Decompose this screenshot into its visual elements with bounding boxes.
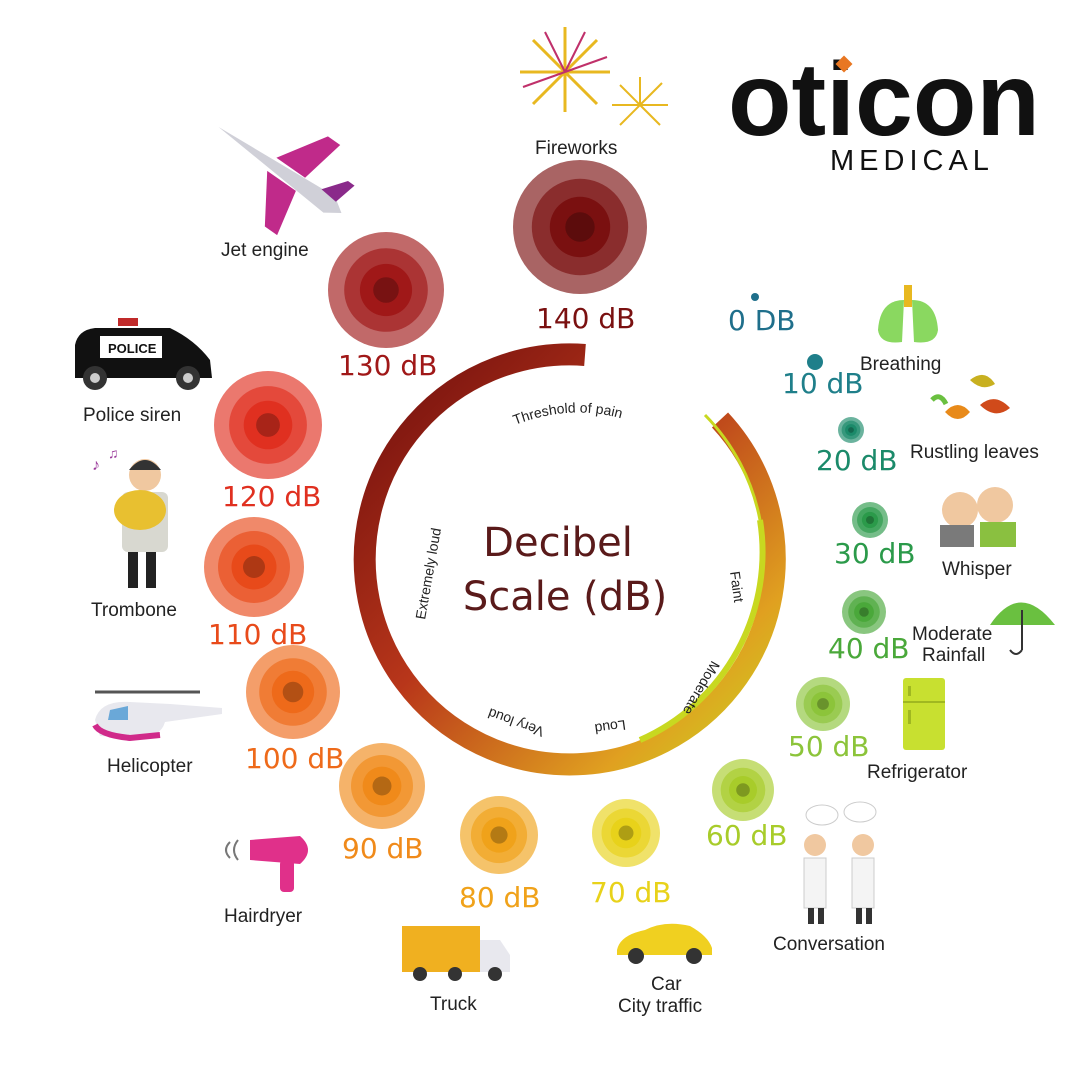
brand-name: oticon (728, 42, 1040, 158)
hairdryer-icon (225, 836, 308, 892)
arc-label-loud: Loud (594, 717, 627, 737)
label-car-1: Car (651, 974, 682, 995)
arc-label-very-loud: Very loud (486, 705, 546, 740)
scale-arc-thin (638, 519, 766, 743)
level-ring (373, 277, 399, 303)
umbrella-icon (990, 602, 1055, 655)
source-labels: Breathing Rustling leaves Whisper Modera… (83, 138, 1039, 1017)
svg-text:♪: ♪ (92, 457, 100, 474)
level-ring (736, 783, 750, 797)
label-breathing: Breathing (860, 354, 941, 375)
whisper-icon (940, 487, 1016, 547)
label-car-2: City traffic (618, 996, 702, 1017)
level-db-label-8: 80 dB (459, 881, 541, 914)
level-db-label-2: 20 dB (816, 444, 898, 477)
scale-arc (353, 343, 786, 776)
level-db-labels: 0 DB 10 dB 20 dB 30 dB 40 dB 50 dB 60 dB 70 dB 8… (208, 302, 916, 914)
level-ring (848, 427, 854, 433)
level-ring (817, 698, 829, 710)
refrigerator-icon (903, 678, 945, 750)
level-db-label-14: 140 dB (536, 302, 635, 335)
police-text: POLICE (108, 341, 157, 356)
leaves-icon (930, 374, 1010, 419)
label-helicopter: Helicopter (107, 756, 193, 777)
label-conversation: Conversation (773, 934, 885, 955)
level-circle-6 (712, 759, 774, 821)
label-hairdryer: Hairdryer (224, 906, 303, 927)
level-ring (490, 826, 508, 844)
level-circle-14 (513, 160, 647, 294)
level-circle-3 (852, 502, 888, 538)
level-db-label-11: 110 dB (208, 618, 307, 651)
level-db-label-4: 40 dB (828, 632, 910, 665)
label-police: Police siren (83, 405, 181, 426)
fireworks-icon (520, 27, 668, 126)
level-circle-2 (838, 417, 864, 443)
title-line2: Scale (dB) (463, 574, 667, 620)
level-circle-0 (751, 293, 759, 301)
level-circle-1 (807, 354, 823, 370)
level-circle-8 (460, 796, 538, 874)
arc-label-threshold: Threshold of pain (511, 399, 625, 427)
level-db-label-7: 70 dB (590, 876, 672, 909)
level-ring (751, 293, 759, 301)
police-car-icon: POLICE (75, 318, 212, 390)
level-ring (372, 776, 392, 796)
level-db-label-1: 10 dB (782, 367, 864, 400)
arc-label-extremely-loud: Extremely loud (412, 527, 444, 621)
level-db-label-12: 120 dB (222, 480, 321, 513)
level-circle-12 (214, 371, 322, 479)
level-ring (282, 681, 304, 703)
brand-dot-icon (835, 55, 853, 73)
title-line1: Decibel (483, 520, 633, 566)
conversation-icon (803, 801, 877, 924)
level-ring (565, 212, 595, 242)
label-jet: Jet engine (221, 240, 309, 261)
lungs-icon (878, 285, 938, 343)
level-circle-9 (339, 743, 425, 829)
level-db-label-0: 0 DB (728, 304, 795, 337)
label-fridge: Refrigerator (867, 762, 968, 783)
level-db-label-10: 100 dB (245, 742, 344, 775)
level-circle-10 (246, 645, 340, 739)
level-circle-13 (328, 232, 444, 348)
level-db-label-5: 50 dB (788, 730, 870, 763)
trombone-player-icon: ♪ ♫ (92, 447, 168, 588)
truck-icon (402, 926, 510, 981)
level-ring (866, 516, 874, 524)
arc-label-faint: Faint (727, 570, 747, 603)
label-rustling: Rustling leaves (910, 442, 1039, 463)
level-circle-5 (796, 677, 850, 731)
level-circle-7 (592, 799, 660, 867)
level-db-label-3: 30 dB (834, 537, 916, 570)
label-trombone: Trombone (91, 600, 177, 621)
level-ring (807, 354, 823, 370)
level-db-label-6: 60 dB (706, 819, 788, 852)
label-truck: Truck (430, 994, 477, 1015)
brand-logo: oticon MEDICAL (728, 42, 1040, 177)
label-whisper: Whisper (942, 559, 1012, 580)
level-ring (618, 825, 634, 841)
level-circles (204, 160, 888, 874)
level-ring (256, 413, 280, 437)
level-ring (243, 556, 265, 578)
level-circle-4 (842, 590, 886, 634)
brand-sub: MEDICAL (830, 145, 994, 177)
level-db-label-9: 90 dB (342, 832, 424, 865)
helicopter-icon (92, 690, 222, 742)
scale-arc-tail (703, 413, 762, 521)
level-db-label-13: 130 dB (338, 349, 437, 382)
jet-icon (218, 126, 355, 236)
label-fireworks: Fireworks (535, 138, 617, 159)
level-circle-11 (204, 517, 304, 617)
level-ring (859, 607, 869, 617)
scale-arc-band (353, 343, 786, 776)
svg-text:♫: ♫ (108, 447, 119, 462)
label-rain-1: Moderate (912, 624, 992, 645)
label-rain-2: Rainfall (922, 645, 985, 666)
car-icon (617, 923, 712, 964)
